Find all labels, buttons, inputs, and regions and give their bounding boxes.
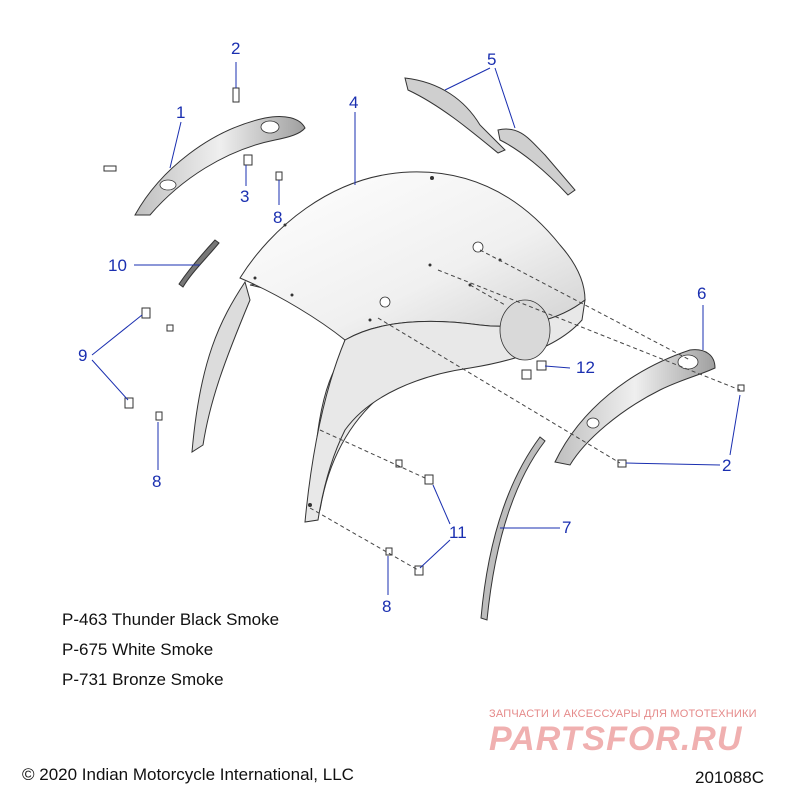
callout-5: 5 [487, 50, 497, 69]
trim-part-1 [134, 115, 306, 216]
assembly-lines [309, 249, 741, 571]
nut-9-mid [166, 324, 174, 332]
seal-part-7 [480, 436, 546, 621]
fender-hole [290, 293, 294, 297]
nut-12-a [536, 360, 547, 371]
trim-hole [159, 179, 177, 191]
trim-hole [260, 120, 280, 134]
nut-8-left [155, 411, 163, 421]
fender-hole [472, 241, 484, 253]
fender-hole [428, 263, 432, 267]
screw-2-bottom [617, 459, 627, 468]
watermark-logo: PARTSFOR.RU [489, 720, 743, 758]
legend-line-1: P-463 Thunder Black Smoke [62, 610, 280, 629]
fender-tire-arc [499, 299, 551, 361]
callout-7: 7 [562, 518, 572, 537]
screw-right-trim [737, 384, 745, 392]
nut-8-bottom [385, 547, 393, 556]
callout-12: 12 [576, 358, 595, 377]
screw-9-top [141, 307, 151, 319]
leader-lines [91, 62, 741, 595]
fender-left-skirt [191, 280, 251, 453]
callout-1: 1 [176, 103, 186, 122]
copyright-text: © 2020 Indian Motorcycle International, … [22, 765, 354, 784]
callout-10: 10 [108, 256, 127, 275]
legend-line-2: P-675 White Smoke [62, 640, 214, 659]
trim-right [554, 349, 716, 466]
watermark-tagline: ЗАПЧАСТИ И АКСЕССУАРЫ ДЛЯ МОТОТЕХНИКИ [489, 708, 757, 720]
screw-11-a [424, 474, 434, 485]
fender-hole [253, 276, 257, 280]
fender-part-4 [191, 171, 586, 523]
nut-8-top [275, 171, 283, 181]
fender-hole [283, 223, 287, 227]
screw-11-b [414, 565, 424, 576]
callout-9: 9 [78, 346, 88, 365]
fasteners [103, 87, 745, 576]
callout-2-bottom: 2 [722, 456, 732, 475]
callout-11: 11 [449, 523, 467, 542]
callout-8-bottom: 8 [382, 597, 392, 616]
screw-3 [243, 154, 253, 166]
trim-hole [586, 417, 600, 429]
figure-id: 201088C [695, 768, 765, 787]
seal-part-10 [178, 239, 220, 288]
seal-part-5 [404, 77, 576, 196]
callout-8-top: 8 [273, 208, 283, 227]
callout-6: 6 [697, 284, 707, 303]
screw-9-bottom [124, 397, 134, 409]
callout-4: 4 [349, 93, 359, 112]
fender-hole [368, 318, 372, 322]
legend-line-3: P-731 Bronze Smoke [62, 670, 224, 689]
fender-hole [308, 503, 312, 507]
callout-2-top: 2 [231, 39, 241, 58]
screw-left-trim [103, 165, 117, 172]
nut-11-a [395, 459, 403, 468]
callout-8-left: 8 [152, 472, 162, 491]
fender-hole [430, 176, 434, 180]
seal-strip-lower [497, 128, 576, 196]
screw-2-top [232, 87, 240, 103]
fender-hole [379, 296, 391, 308]
trim-part-6 [554, 349, 716, 466]
trim-left [134, 115, 306, 216]
seal-strip-upper [404, 77, 506, 154]
callout-3: 3 [240, 187, 250, 206]
nut-12-b [521, 369, 532, 380]
